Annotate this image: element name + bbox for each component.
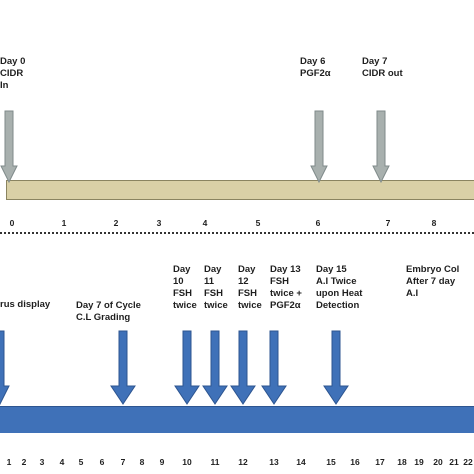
bottom-tick: 14 [296, 457, 306, 467]
label-line: Day [238, 264, 256, 275]
section-divider [0, 232, 474, 234]
label-line: C.L Grading [76, 312, 131, 323]
bottom-tick: 2 [21, 457, 27, 467]
bottom-event-day13-label: Day 13 FSH twice + PGF2α [270, 264, 302, 312]
bottom-tick: 16 [350, 457, 360, 467]
label-line: twice + [270, 288, 302, 299]
bottom-tick: 1 [6, 457, 12, 467]
label-line: Embryo Col [406, 264, 460, 275]
label-line: Day 15 [316, 264, 347, 275]
bottom-event-estrus-label: rus display [0, 299, 50, 311]
label-line: Day 6 [300, 56, 326, 67]
label-line: FSH [204, 288, 223, 299]
bottom-timeline-bar [0, 406, 474, 433]
top-event-day6-label: Day 6 PGF2α [300, 56, 331, 80]
label-line: A.I [406, 288, 419, 299]
top-tick: 1 [61, 218, 67, 228]
top-tick: 4 [202, 218, 208, 228]
label-line: twice [173, 300, 197, 311]
down-arrow-icon [110, 330, 136, 405]
down-arrow-icon [174, 330, 200, 405]
label-line: CIDR [0, 68, 24, 79]
down-arrow-icon [202, 330, 228, 405]
bottom-tick: 20 [433, 457, 443, 467]
bottom-tick: 3 [39, 457, 45, 467]
top-tick: 0 [9, 218, 15, 228]
bottom-event-embryo-label: Embryo Col After 7 day A.I [406, 264, 459, 300]
label-line: 12 [238, 276, 249, 287]
bottom-tick: 8 [139, 457, 145, 467]
bottom-tick: 15 [326, 457, 336, 467]
bottom-tick: 7 [120, 457, 126, 467]
label-line: Day 13 [270, 264, 301, 275]
bottom-tick: 11 [210, 457, 220, 467]
label-line: Day 7 [362, 56, 388, 67]
bottom-tick: 10 [182, 457, 192, 467]
bottom-tick: 9 [159, 457, 165, 467]
bottom-tick: 22 [463, 457, 473, 467]
top-timeline-bar [6, 180, 474, 200]
label-line: Day 7 of Cycle [76, 300, 141, 311]
bottom-tick: 13 [269, 457, 279, 467]
label-line: upon Heat [316, 288, 363, 299]
label-line: Day [173, 264, 191, 275]
down-arrow-icon [230, 330, 256, 405]
label-line: In [0, 80, 9, 91]
top-event-day7-label: Day 7 CIDR out [362, 56, 403, 80]
top-tick: 2 [113, 218, 119, 228]
down-arrow-icon [0, 330, 10, 406]
label-line: CIDR out [362, 68, 403, 79]
label-line: PGF2α [300, 68, 331, 79]
top-tick: 8 [431, 218, 437, 228]
top-event-day0-label: Day 0 CIDR In [0, 56, 25, 92]
label-line: FSH [270, 276, 289, 287]
bottom-event-day10-label: Day 10 FSH twice [173, 264, 197, 312]
label-line: Day [204, 264, 222, 275]
bottom-tick: 17 [375, 457, 385, 467]
top-tick: 6 [315, 218, 321, 228]
bottom-event-day7-label: Day 7 of Cycle C.L Grading [76, 300, 141, 324]
down-arrow-icon [372, 110, 390, 184]
label-line: twice [238, 300, 262, 311]
label-line: 10 [173, 276, 184, 287]
label-line: PGF2α [270, 300, 301, 311]
top-tick: 7 [385, 218, 391, 228]
label-line: After 7 day [406, 276, 456, 287]
top-tick: 3 [156, 218, 162, 228]
label-line: 11 [204, 276, 215, 287]
down-arrow-icon [323, 330, 349, 405]
bottom-event-day15-label: Day 15 A.I Twice upon Heat Detection [316, 264, 362, 312]
bottom-tick: 5 [78, 457, 84, 467]
bottom-event-day11-label: Day 11 FSH twice [204, 264, 228, 312]
label-line: Day 0 [0, 56, 26, 67]
bottom-event-day12-label: Day 12 FSH twice [238, 264, 262, 312]
bottom-tick: 18 [397, 457, 407, 467]
label-line: twice [204, 300, 228, 311]
bottom-tick: 21 [449, 457, 459, 467]
bottom-tick: 12 [238, 457, 248, 467]
down-arrow-icon [261, 330, 287, 405]
bottom-tick: 19 [414, 457, 424, 467]
top-tick: 5 [255, 218, 261, 228]
down-arrow-icon [310, 110, 328, 184]
label-line: A.I Twice [316, 276, 357, 287]
bottom-tick: 4 [59, 457, 65, 467]
label-line: FSH [173, 288, 192, 299]
bottom-tick: 6 [99, 457, 105, 467]
label-line: Detection [316, 300, 360, 311]
label-line: rus display [0, 299, 51, 310]
down-arrow-icon [0, 110, 18, 184]
label-line: FSH [238, 288, 257, 299]
